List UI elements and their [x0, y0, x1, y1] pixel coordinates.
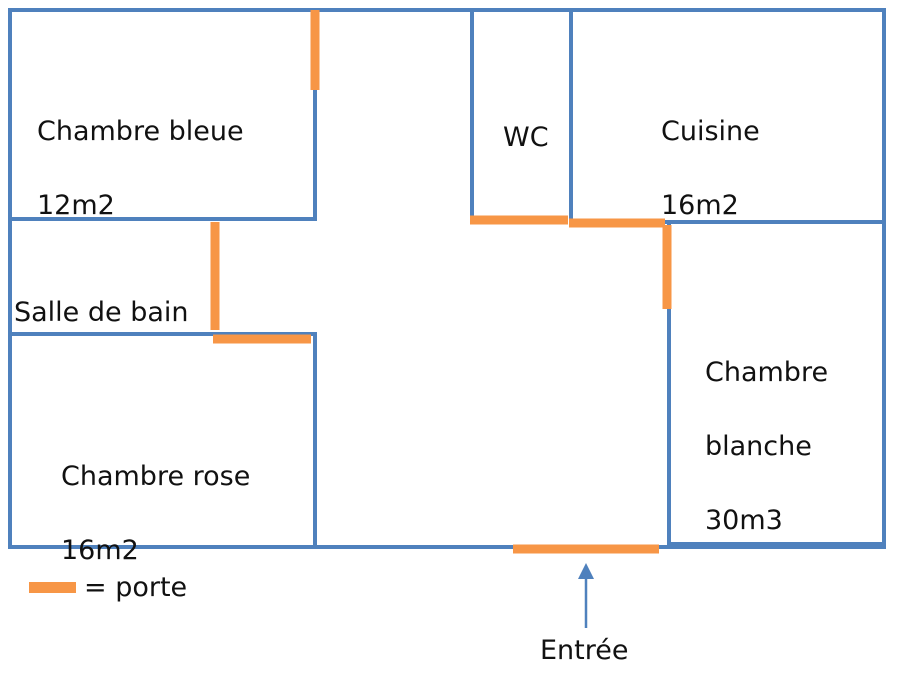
legend-label: = porte	[84, 572, 188, 603]
room-label-cuisine: Cuisine 16m2	[661, 76, 760, 261]
room-name-chambre-bleue: Chambre bleue	[37, 116, 244, 147]
room-area-chambre-bleue: 12m2	[37, 190, 115, 221]
room-name-wc: WC	[503, 122, 549, 153]
room-name-chambre-blanche-line2: blanche	[705, 431, 812, 462]
room-label-salle-de-bain: Salle de bain	[14, 257, 189, 368]
room-name-chambre-blanche-line1: Chambre	[705, 357, 829, 388]
room-label-chambre-bleue: Chambre bleue 12m2	[37, 76, 244, 261]
doors	[210, 10, 672, 554]
arrow-up-icon	[578, 563, 594, 628]
room-area-cuisine: 16m2	[661, 190, 739, 221]
outer-wall	[8, 8, 886, 549]
legend-door-swatch	[29, 582, 76, 593]
room-name-chambre-rose: Chambre rose	[61, 461, 251, 492]
room-label-chambre-blanche: Chambre blanche 30m3	[705, 317, 828, 576]
room-name-salle-de-bain: Salle de bain	[14, 297, 189, 328]
room-label-wc: WC	[503, 82, 549, 193]
room-area-chambre-blanche: 30m3	[705, 505, 783, 536]
room-name-cuisine: Cuisine	[661, 116, 760, 147]
room-label-chambre-rose: Chambre rose 16m2	[61, 421, 250, 606]
room-area-chambre-rose: 16m2	[61, 535, 139, 566]
entrance-label: Entrée	[540, 635, 629, 666]
